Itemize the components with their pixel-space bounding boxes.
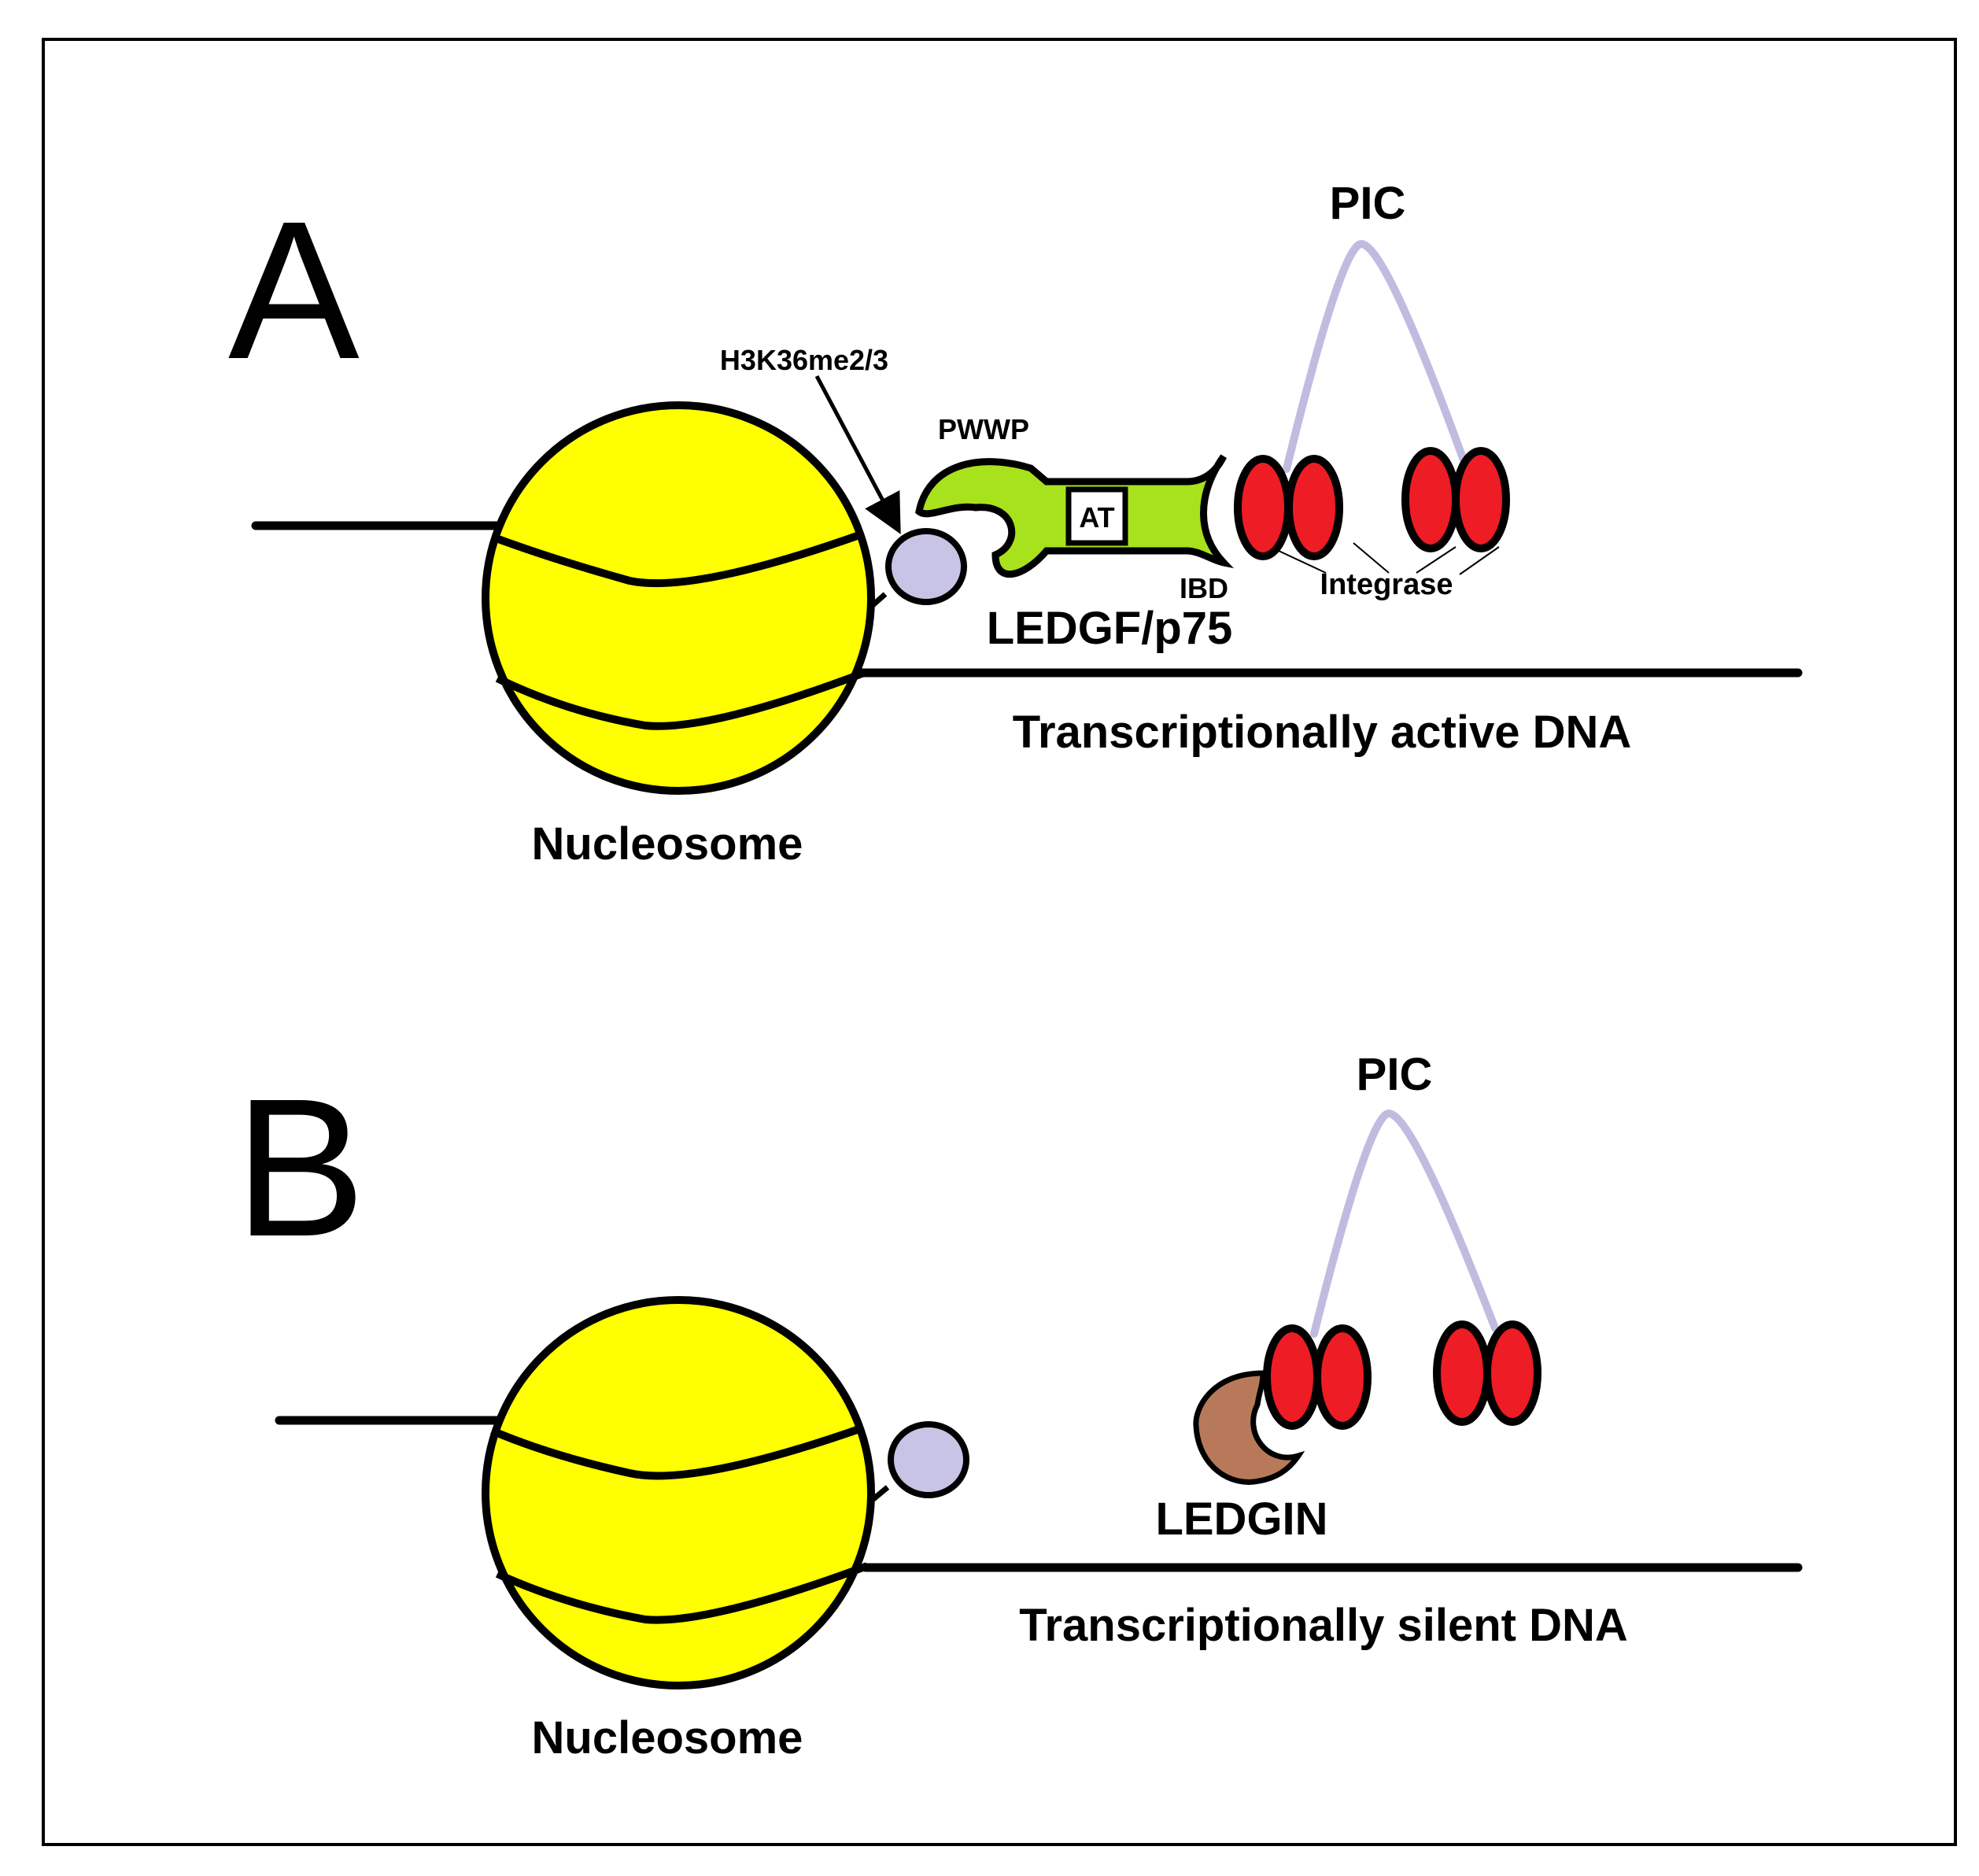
integrase-dimer-left-b [1263,1324,1372,1430]
pic-label-b: PIC [1357,1049,1433,1100]
integrase-dimer-left-a [1234,455,1343,560]
nucleosome-b [482,1296,875,1690]
at-hook-label: AT [1079,501,1114,534]
dna-wrap-bottom-b [495,1562,869,1624]
pic-link-b [1310,1109,1499,1338]
panel-b: B PIC LEDGIN Transcriptionally silent DN… [234,1049,1803,1763]
integrase-subunit [1483,1320,1541,1426]
panel-a-letter: A [228,180,360,400]
integrase-label: Integrase [1320,568,1453,601]
integrase-subunit [1234,455,1292,560]
ledgin-label: LEDGIN [1155,1494,1327,1545]
histone-mark-stalk-a [870,592,888,608]
nucleosome-body-a [482,401,875,795]
integrase-pointer [1416,546,1457,574]
integrase-pointer [1459,546,1500,575]
integrase-subunit [1263,1324,1321,1430]
integrase-subunit [1285,455,1343,560]
integrase-pointer [1353,542,1390,574]
integrase-subunit [1401,447,1460,552]
histone-mark-stalk-b [871,1485,890,1501]
nucleosome-a [482,401,875,795]
nucleosome-label-b: Nucleosome [532,1712,803,1763]
pic-label-a: PIC [1330,178,1406,229]
dna-label-a: Transcriptionally active DNA [1013,707,1631,758]
dna-wrap-top-a [490,531,861,588]
h3k36-label: H3K36me2/3 [720,344,888,376]
pwwp-label: PWWP [938,413,1029,445]
figure-frame [42,38,1957,1846]
panel-a: A H3K36me2/3 AT PWWP IBD LEDGF/p75 PIC [228,178,1803,870]
integrase-subunit [1452,447,1510,552]
histone-mark-a [885,528,967,605]
integrase-dimer-right-b [1433,1320,1541,1426]
nucleosome-body-b [482,1296,875,1690]
pic-link-a [1283,239,1468,473]
integrase-dimer-right-a [1401,447,1510,552]
panel-b-letter: B [234,1058,366,1277]
at-hook-box [1065,486,1128,546]
nucleosome-label-a: Nucleosome [532,818,803,870]
ledgin-molecule [1193,1370,1305,1485]
ibd-label: IBD [1180,572,1228,604]
dna-wrap-bottom-a [495,669,866,730]
h3k36-arrow [814,375,901,534]
integrase-subunit [1433,1320,1491,1426]
ledgf-protein: AT [915,454,1234,578]
ledgf-p75-label: LEDGF/p75 [987,603,1233,654]
integrase-subunit [1313,1324,1372,1430]
histone-mark-b [888,1421,969,1498]
dna-label-b: Transcriptionally silent DNA [1019,1600,1628,1651]
dna-wrap-top-b [490,1424,863,1480]
integrase-pointer [1278,550,1327,574]
